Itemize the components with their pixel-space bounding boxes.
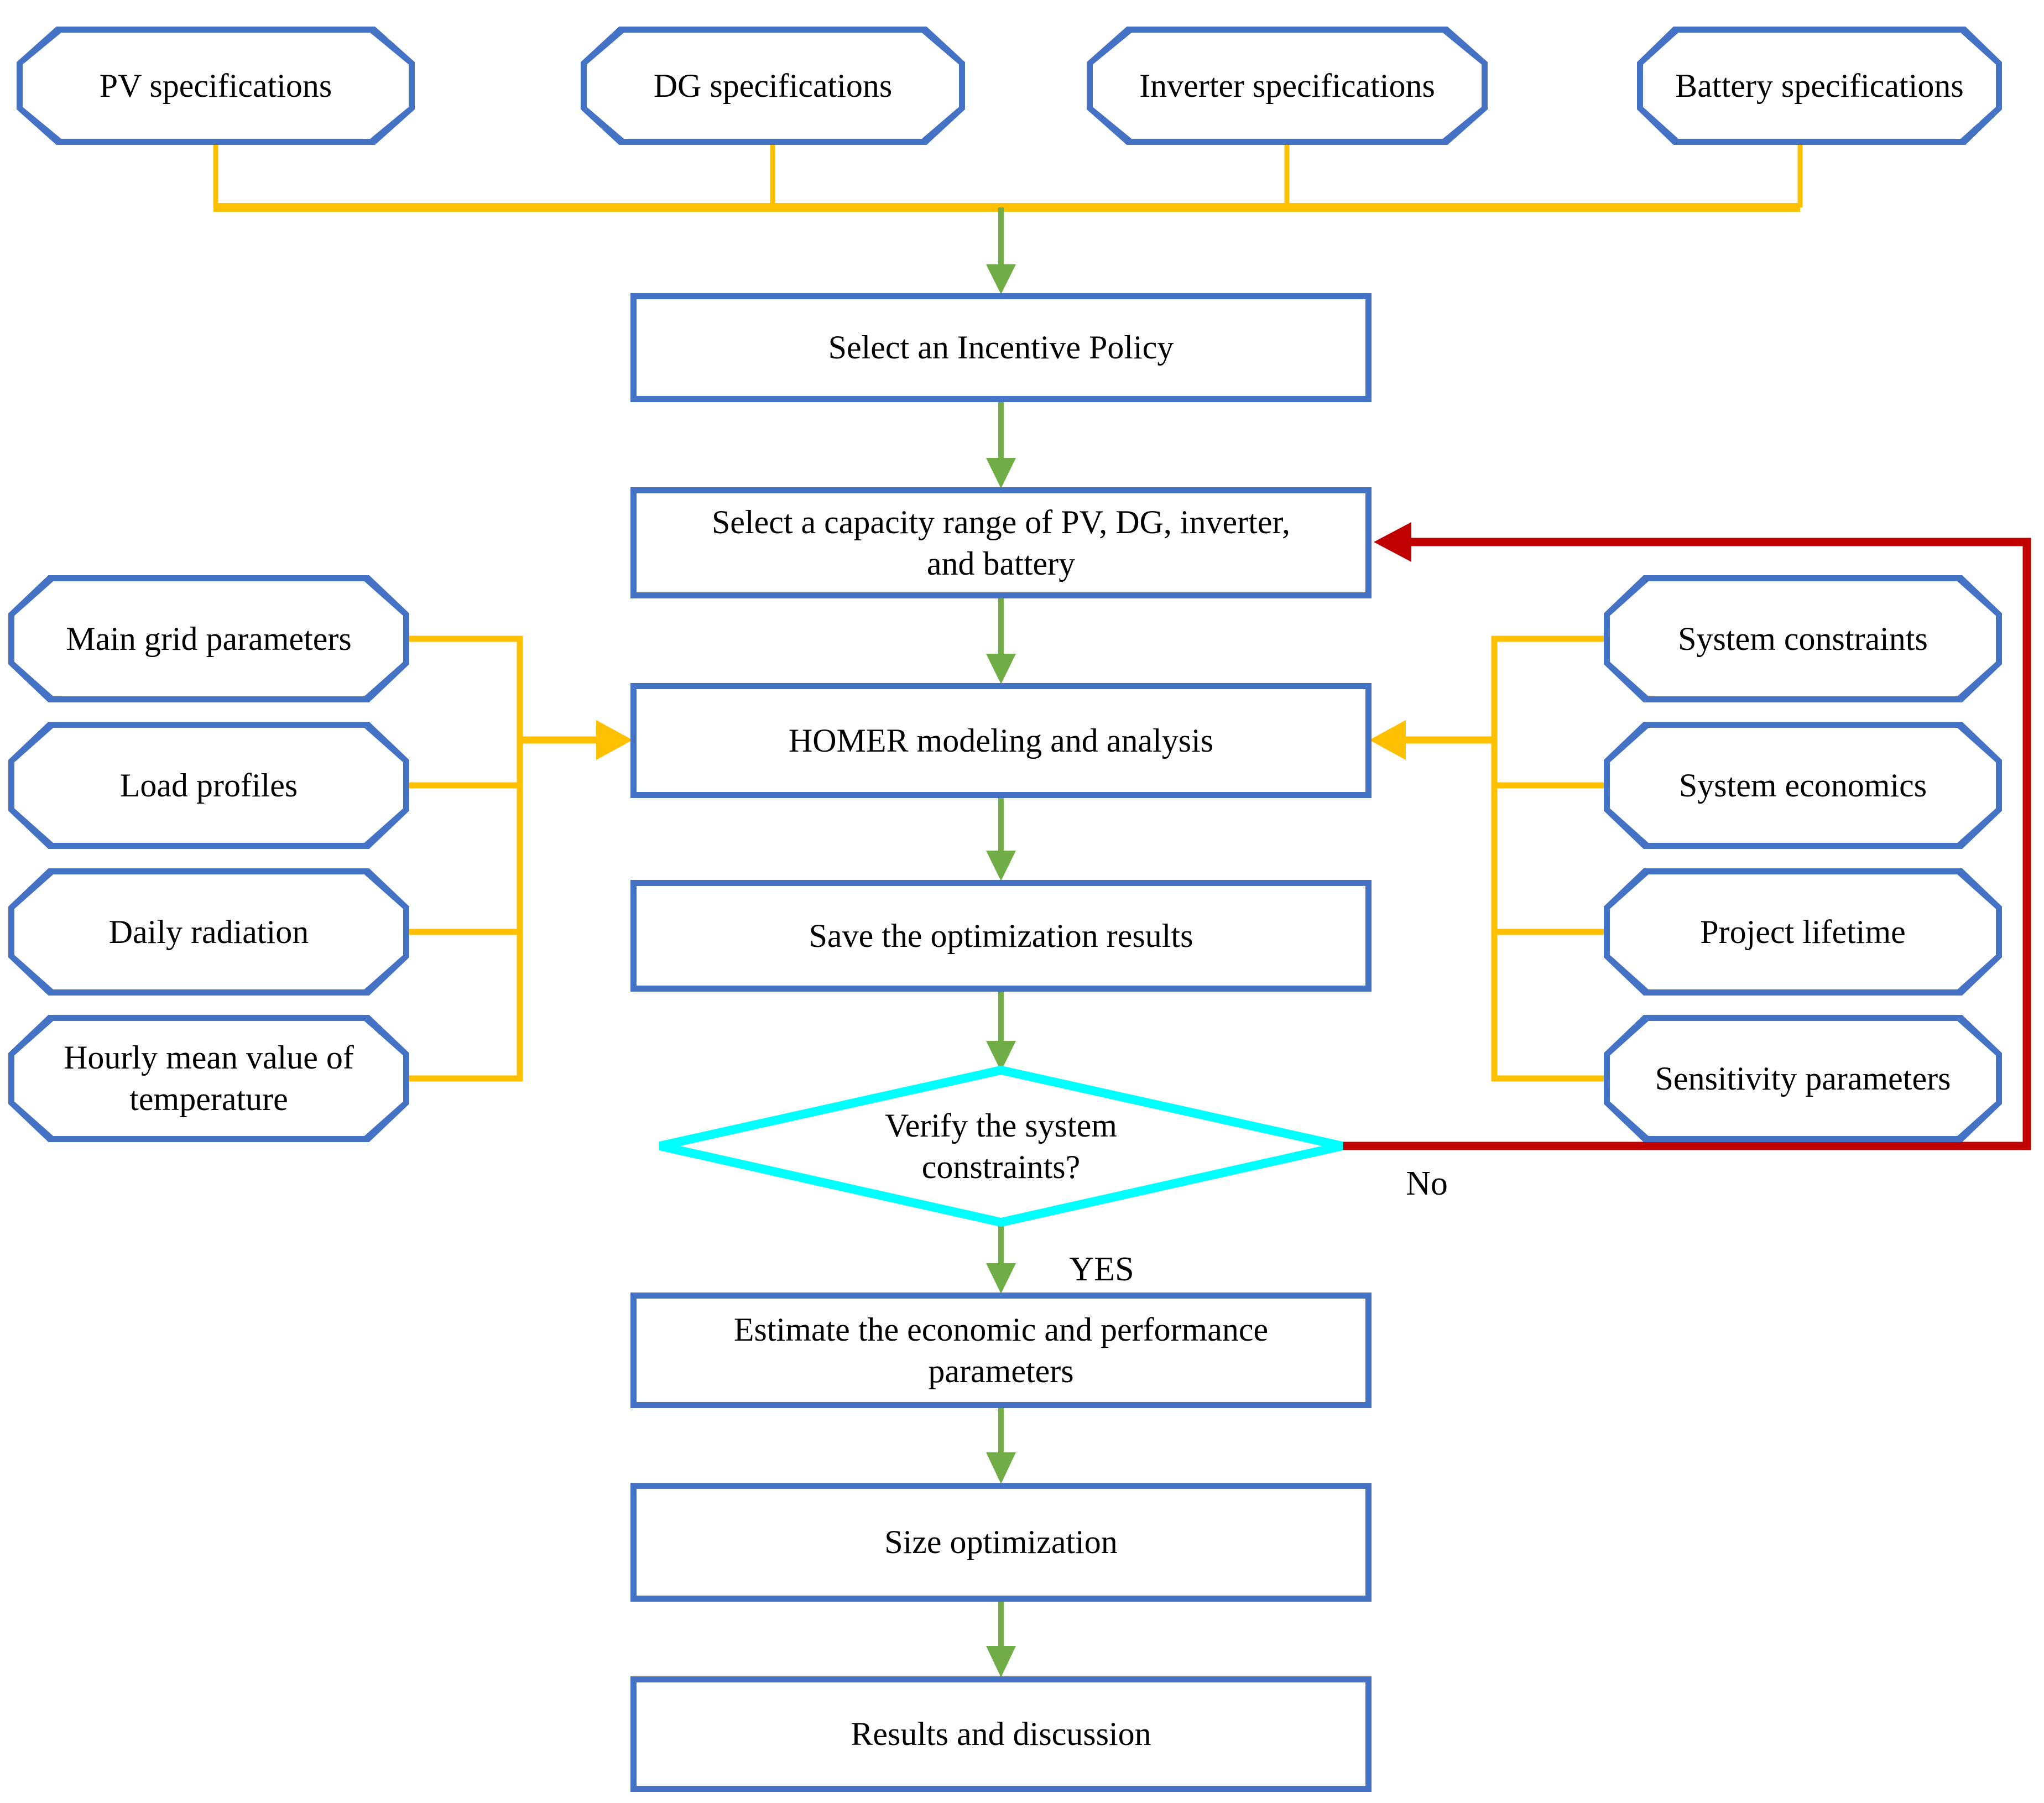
left-homer-arrowhead [596,720,633,760]
node-label: Main grid parameters [66,620,352,657]
node-label: DG specifications [653,67,893,104]
node-results-and-discussion: Results and discussion [630,1676,1372,1792]
node-dg-specifications: DG specifications [581,27,965,145]
node-label: Inverter specifications [1139,67,1435,104]
flow-arrowhead-1 [986,264,1016,294]
node-label: Sensitivity parameters [1655,1060,1951,1097]
feedback-arrowhead [1374,522,1411,562]
node-label: Save the optimization results [809,917,1193,954]
node-label: HOMER modeling and analysis [788,722,1214,759]
flow-arrowhead-4 [986,851,1016,881]
flow-arrowhead-2 [986,458,1016,488]
right-homer-arrowhead [1369,720,1406,760]
octagon-fill [14,874,403,989]
octagon-fill [587,33,959,139]
node-label: Results and discussion [851,1716,1151,1752]
octagon-fill [1610,728,1996,843]
flow-arrowhead-5 [986,1041,1016,1071]
node-sensitivity-parameters: Sensitivity parameters [1604,1015,2002,1142]
octagon-fill [14,1021,403,1136]
node-select-incentive-policy: Select an Incentive Policy [630,293,1372,402]
flow-arrowhead-3 [986,654,1016,684]
flow-arrowhead-7 [986,1452,1016,1484]
node-system-constraints: System constraints [1604,575,2002,702]
node-battery-specifications: Battery specifications [1637,27,2002,145]
octagon-fill [14,728,403,843]
node-pv-specifications: PV specifications [17,27,415,145]
node-label: Select an Incentive Policy [828,329,1174,366]
node-label: Battery specifications [1675,67,1964,104]
decision-label: Verify the system constraints? [885,1107,1117,1185]
node-load-profiles: Load profiles [8,722,409,849]
red-arrowhead-group [1374,522,1411,562]
node-label: Load profiles [119,767,298,804]
octagon-fill [1093,33,1482,139]
octagon-fill [1643,33,1996,139]
octagon-fill [1610,581,1996,696]
node-project-lifetime: Project lifetime [1604,868,2002,996]
node-estimate-parameters: Estimate the economic and performance pa… [630,1293,1372,1408]
node-label: Estimate the economic and performance pa… [733,1311,1269,1389]
flow-arrowhead-6-yes [986,1263,1016,1294]
node-homer-modeling-analysis: HOMER modeling and analysis [630,683,1372,798]
node-save-optimization-results: Save the optimization results [630,880,1372,992]
node-select-capacity-range: Select a capacity range of PV, DG, inver… [630,487,1372,598]
node-label: Daily radiation [108,913,309,950]
octagon-fill [1610,1021,1996,1136]
flow-arrowhead-8 [986,1646,1016,1677]
node-inverter-specifications: Inverter specifications [1087,27,1488,145]
node-system-economics: System economics [1604,722,2002,849]
node-hourly-mean-temperature: Hourly mean value of temperature [8,1015,409,1142]
node-size-optimization: Size optimization [630,1483,1372,1602]
node-label: System economics [1678,767,1927,804]
yes-branch-label: YES [1069,1250,1134,1288]
octagon-fill [23,33,409,139]
node-label: PV specifications [99,67,332,104]
octagon-fill [14,581,403,696]
node-label: Hourly mean value of temperature [64,1039,354,1117]
node-label: Select a capacity range of PV, DG, inver… [711,503,1291,582]
node-label: System constraints [1678,620,1928,657]
node-label: Project lifetime [1700,913,1906,950]
octagon-fill [1610,874,1996,989]
no-branch-label: No [1406,1164,1448,1202]
node-label: Size optimization [884,1524,1118,1560]
node-main-grid-parameters: Main grid parameters [8,575,409,702]
node-daily-radiation: Daily radiation [8,868,409,996]
